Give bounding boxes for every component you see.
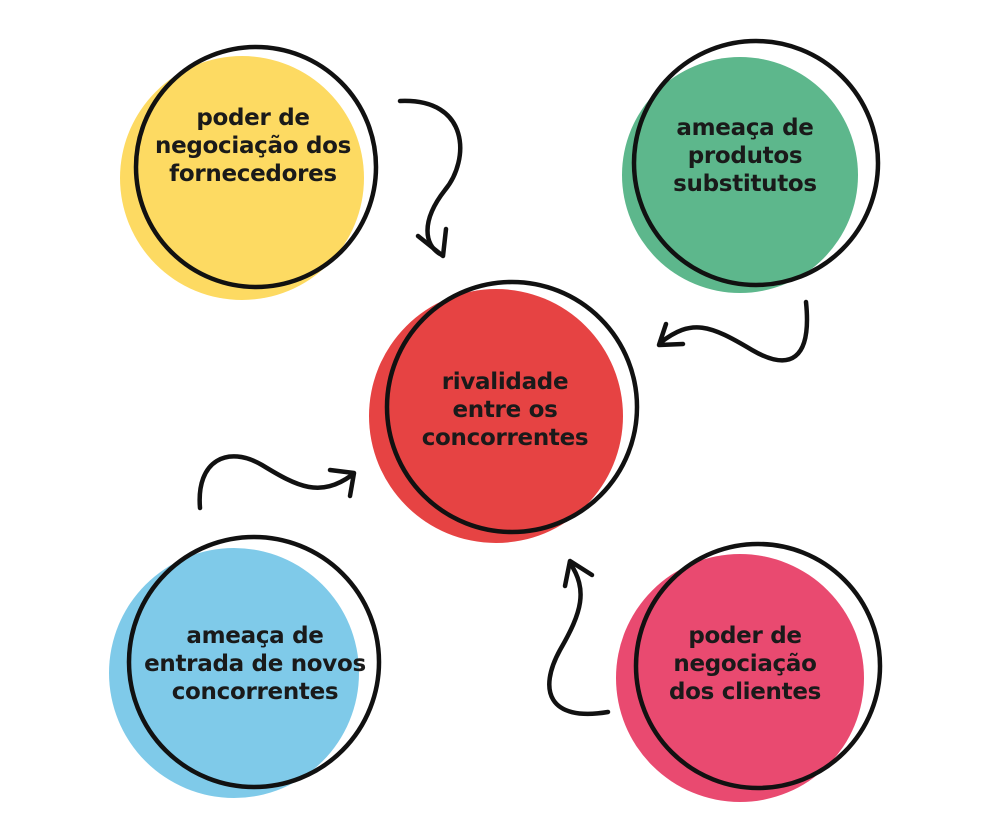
node-substitutes-outline — [631, 38, 881, 288]
node-substitutes-label-line: produtos — [687, 143, 803, 169]
node-substitutes-label-line: substitutos — [673, 171, 817, 197]
node-suppliers — [120, 44, 379, 300]
node-clients — [616, 541, 883, 802]
node-substitutes-label: ameaça de produtos substitutos — [620, 114, 870, 198]
arrowhead-clients-to-rivalry — [562, 558, 595, 589]
node-suppliers-fill — [120, 56, 364, 300]
node-clients-fill — [616, 554, 864, 802]
node-clients-label-line: negociação — [673, 651, 817, 677]
node-clients-label: poder de negociação dos clientes — [620, 622, 870, 706]
node-clients-outline — [633, 541, 883, 791]
arrow-new-entrants-to-rivalry — [197, 454, 355, 511]
arrow-suppliers-to-rivalry — [397, 98, 463, 257]
node-suppliers-label-line: fornecedores — [169, 161, 337, 187]
node-new-entrants-label-line: entrada de novos — [144, 651, 366, 677]
node-rivalry-label-line: rivalidade — [441, 369, 569, 395]
node-rivalry-outline — [384, 279, 640, 535]
arrowhead-substitutes-to-rivalry — [656, 321, 686, 348]
node-rivalry-label-line: entre os — [452, 397, 558, 423]
node-new-entrants-label-line: concorrentes — [171, 679, 339, 705]
arrowhead-suppliers-to-rivalry — [415, 226, 449, 259]
arrowhead-new-entrants-to-rivalry — [327, 467, 357, 499]
node-new-entrants-fill — [109, 548, 359, 798]
node-suppliers-label-line: negociação dos — [155, 133, 351, 159]
node-rivalry-label-line: concorrentes — [421, 425, 589, 451]
arrow-substitutes-to-rivalry — [657, 299, 810, 363]
node-suppliers-label-line: poder de — [196, 105, 310, 131]
node-substitutes-fill — [622, 57, 858, 293]
node-clients-label-line: dos clientes — [668, 679, 822, 705]
arrow-clients-to-rivalry — [547, 560, 611, 716]
node-rivalry — [369, 279, 640, 543]
node-new-entrants-label-line: ameaça de — [186, 623, 324, 649]
node-rivalry-label: rivalidade entre os concorrentes — [370, 368, 640, 452]
node-new-entrants-label: ameaça de entrada de novos concorrentes — [110, 622, 400, 706]
node-suppliers-label: poder de negociação dos fornecedores — [118, 104, 388, 188]
node-substitutes — [622, 38, 881, 293]
node-new-entrants-outline — [126, 534, 382, 790]
node-suppliers-outline — [133, 44, 379, 290]
node-new-entrants — [109, 534, 382, 798]
node-substitutes-label-line: ameaça de — [676, 115, 814, 141]
node-rivalry-fill — [369, 289, 623, 543]
node-clients-label-line: poder de — [688, 623, 802, 649]
